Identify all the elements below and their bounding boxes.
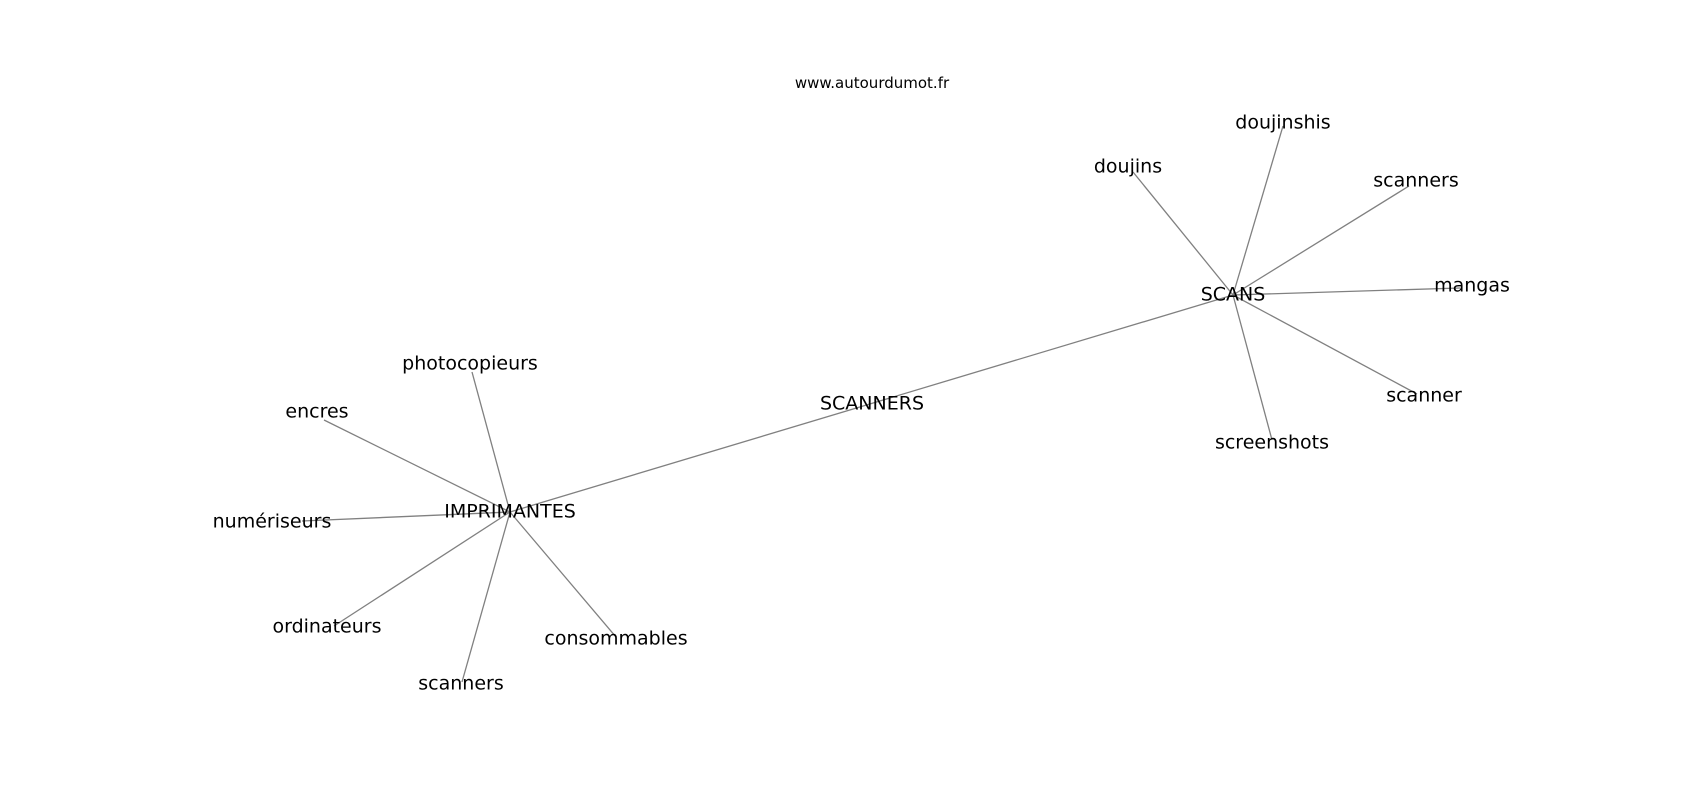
edge-scans-scanner [1232,294,1418,395]
edge-imprimantes-scanners_left [461,511,511,683]
edge-imprimantes-scans [509,294,1234,513]
graph-edges [301,125,1461,683]
node-label-scanners-right[interactable]: scanners [1373,170,1458,192]
graph-node-labels: SCANNERS IMPRIMANTES SCANS photocopieurs enc… [213,112,1510,695]
node-label-screenshots[interactable]: screenshots [1215,432,1329,454]
edge-imprimantes-photocopieurs [471,371,511,513]
node-label-encres[interactable]: encres [285,401,348,423]
watermark-text: www.autourdumot.fr [795,74,950,92]
node-label-scanners-left[interactable]: scanners [418,673,503,695]
edge-imprimantes-ordinateurs [333,511,511,627]
node-label-mangas[interactable]: mangas [1434,275,1510,297]
edge-scans-doujinshis [1232,125,1284,296]
edge-scans-scanners_right [1232,185,1410,296]
node-label-ordinateurs[interactable]: ordinateurs [272,616,381,638]
node-label-scanners-center[interactable]: SCANNERS [820,393,924,415]
node-label-doujins[interactable]: doujins [1094,156,1162,178]
node-label-doujinshis[interactable]: doujinshis [1235,112,1330,134]
node-label-photocopieurs[interactable]: photocopieurs [402,353,538,375]
node-label-imprimantes[interactable]: IMPRIMANTES [444,501,576,523]
edge-scans-screenshots [1232,294,1273,441]
edge-imprimantes-consommables [509,511,617,638]
edge-scans-mangas [1232,287,1461,296]
edge-scans-doujins [1132,171,1234,296]
edge-imprimantes-encres [323,419,511,513]
node-label-consommables[interactable]: consommables [544,628,687,650]
edge-imprimantes-numeriseurs [301,511,511,522]
node-label-numeriseurs[interactable]: numériseurs [213,511,332,533]
node-label-scans[interactable]: SCANS [1201,284,1266,306]
node-label-scanner[interactable]: scanner [1386,385,1462,407]
